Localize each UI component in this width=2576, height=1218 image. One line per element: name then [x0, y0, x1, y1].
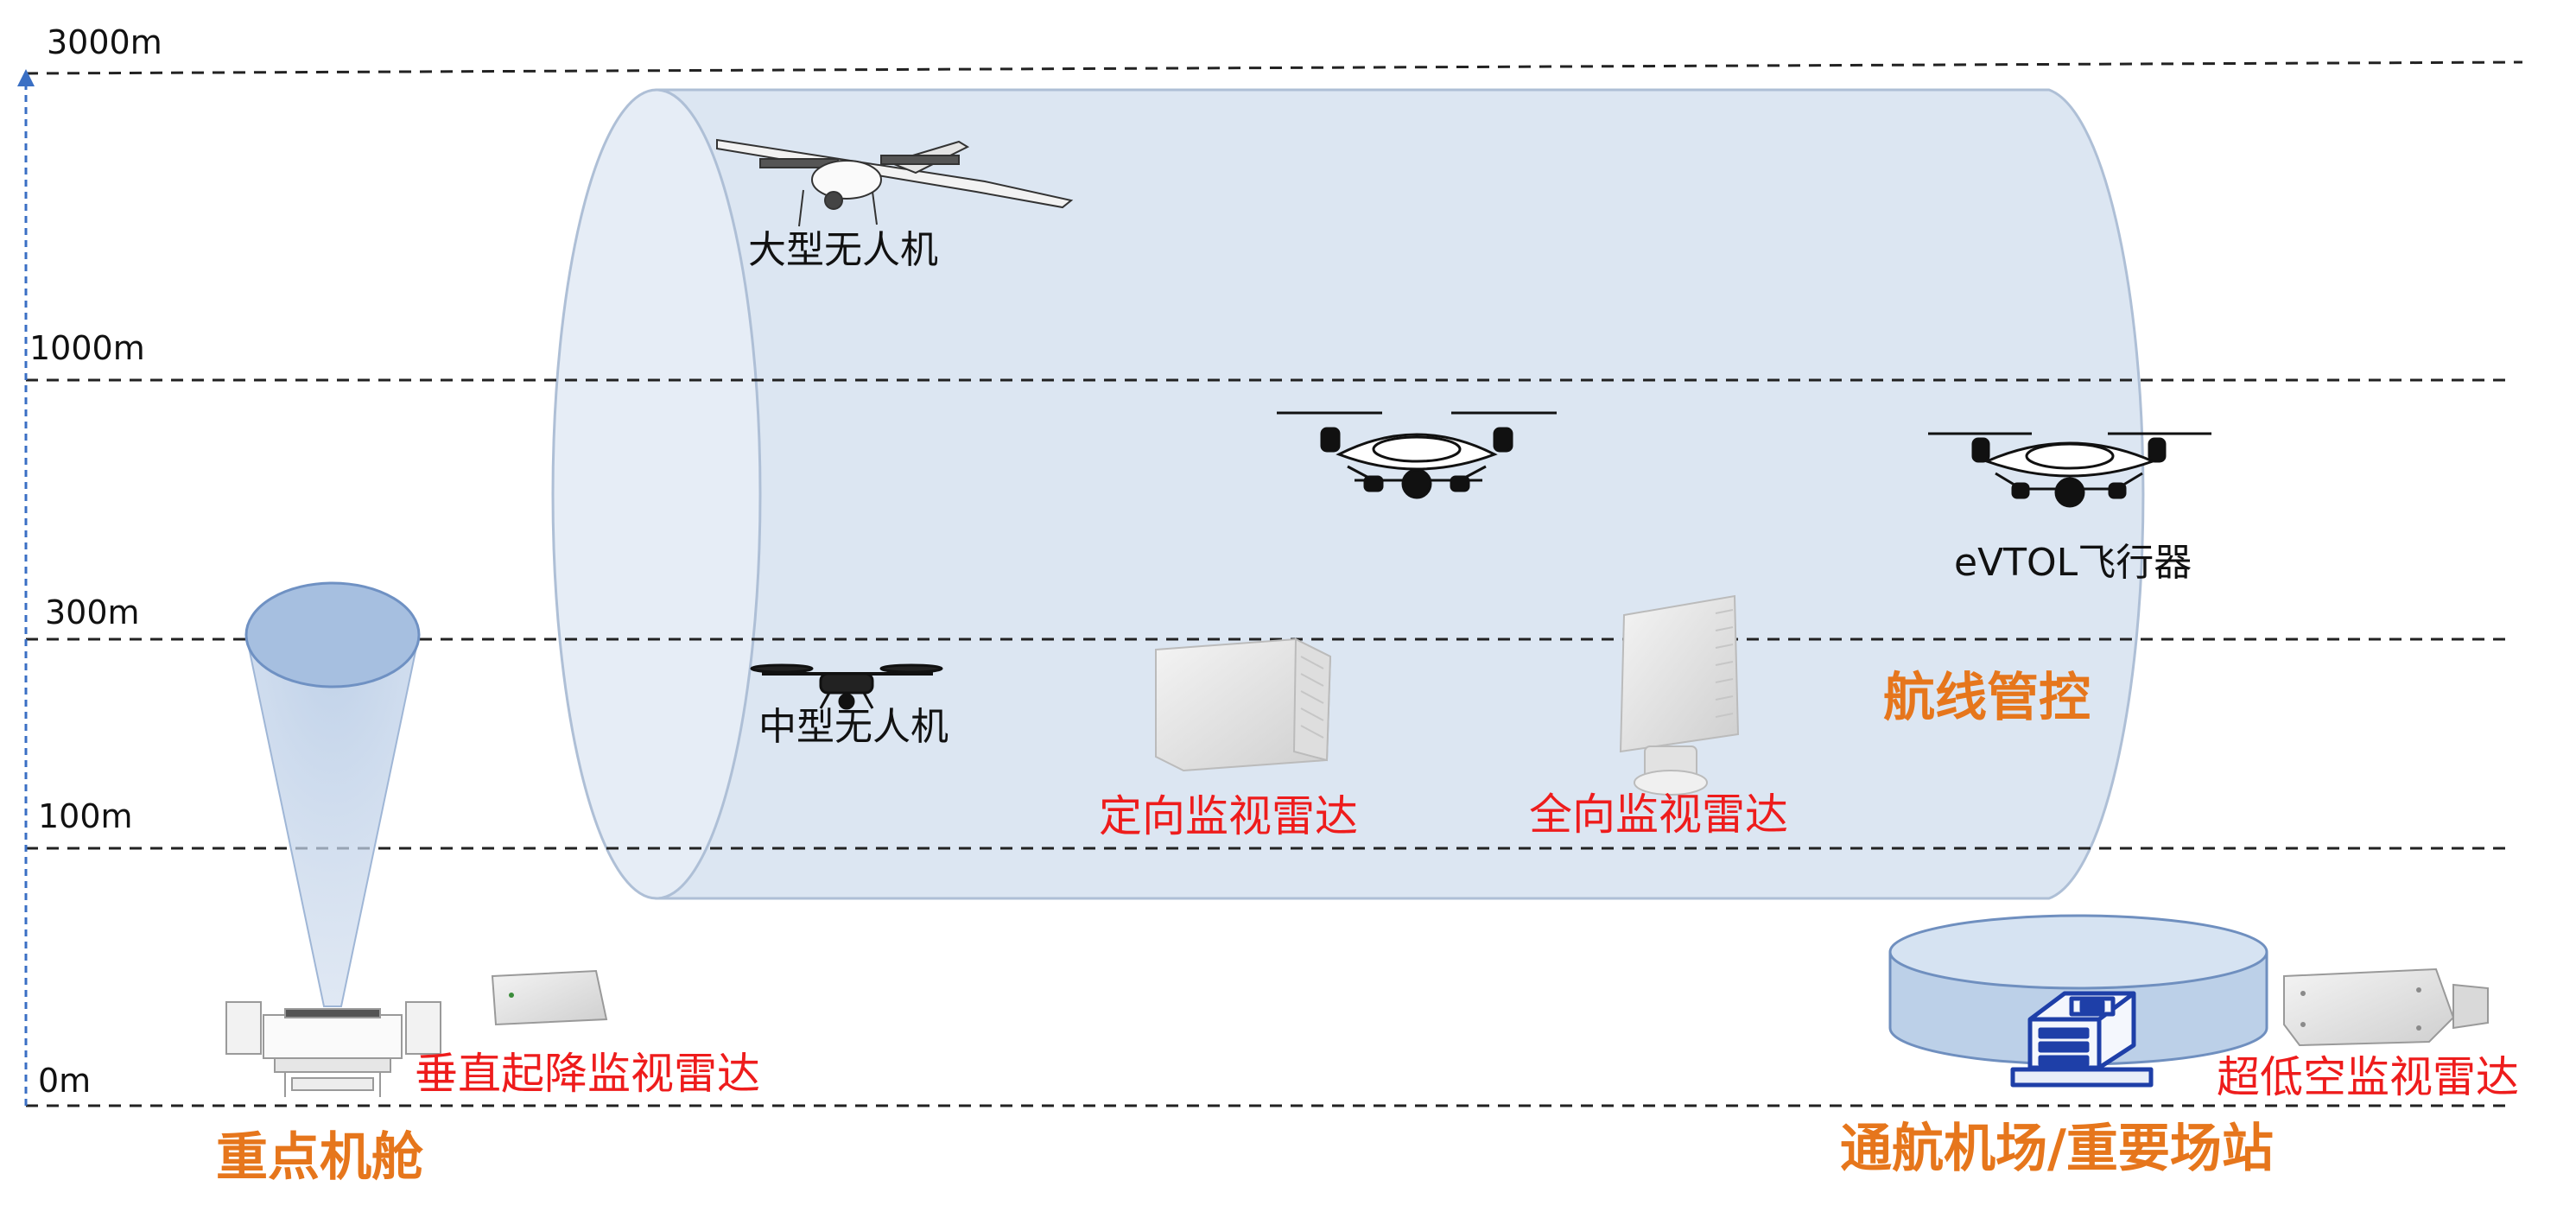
large-uav-label: 大型无人机: [748, 228, 938, 272]
altitude-label-1000: 1000m: [29, 329, 145, 367]
medium-uav-label: 中型无人机: [758, 705, 949, 749]
multirotor-icon-1: [1277, 411, 1557, 499]
evtol-label: eVTOL飞行器: [1954, 541, 2192, 585]
airspace-cylinder: [551, 88, 2145, 900]
hangar-icon: [225, 1001, 441, 1097]
airport-building-icon: [2010, 991, 2154, 1088]
altitude-label-100: 100m: [38, 797, 133, 835]
directional-radar-icon: [1155, 638, 1332, 772]
vtol-radar-icon: [491, 969, 608, 1026]
altitude-label-300: 300m: [45, 593, 140, 631]
axis-arrow-icon: [17, 69, 35, 86]
low-altitude-radar-icon: [2283, 967, 2489, 1047]
route-control-label: 航线管控: [1883, 668, 2091, 728]
altitude-axis: [17, 69, 35, 1106]
airport-label: 通航机场/重要场站: [1840, 1119, 2274, 1179]
low-altitude-radar-label: 超低空监视雷达: [2217, 1052, 2519, 1102]
key-hangar-label: 重点机舱: [216, 1127, 423, 1188]
hangar-beam: [244, 581, 421, 1007]
omnidirectional-radar-label: 全向监视雷达: [1529, 790, 1788, 840]
cylinder-left-face: [551, 88, 762, 900]
omnidirectional-radar-icon: [1619, 594, 1740, 796]
altitude-line-3000: [25, 60, 2523, 75]
altitude-lines: [25, 60, 2523, 1107]
altitude-label-0: 0m: [38, 1062, 92, 1100]
altitude-label-3000: 3000m: [47, 23, 162, 61]
large-uav-icon: [716, 138, 1074, 227]
medium-uav-icon: [750, 663, 943, 710]
directional-radar-label: 定向监视雷达: [1099, 791, 1358, 841]
evtol-icon: [1928, 432, 2211, 508]
vtol-radar-label: 垂直起降监视雷达: [415, 1049, 760, 1099]
